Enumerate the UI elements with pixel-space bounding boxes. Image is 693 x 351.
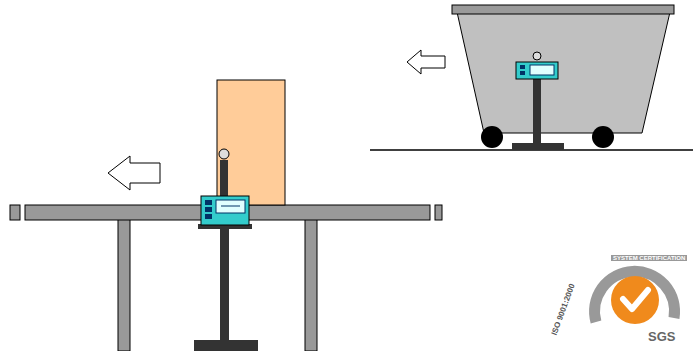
cart-body (457, 12, 670, 133)
direction-arrow (108, 156, 160, 190)
conveyor-belt (435, 205, 442, 220)
brand-text: SGS (648, 329, 675, 344)
package-box (217, 80, 285, 205)
conveyor-leg (305, 218, 317, 351)
wheel (592, 126, 614, 148)
cert-seal (611, 276, 659, 324)
stand-base (194, 340, 258, 351)
conveyor-belt (10, 205, 20, 220)
certification-text: SYSTEM CERTIFICATION (611, 255, 687, 261)
check-mark (623, 290, 648, 309)
direction-arrow (407, 50, 445, 74)
stand-pole (533, 78, 541, 144)
device-display (516, 62, 558, 79)
stand-base (512, 143, 564, 150)
cart-rim (452, 5, 674, 14)
device-display (201, 196, 249, 225)
sensor-ball (219, 149, 229, 159)
standard-text: ISO 9001:2000 (549, 282, 576, 336)
sensor-ball (533, 52, 541, 60)
stand-pole (220, 226, 229, 342)
conveyor-leg (118, 218, 130, 351)
wheel (481, 126, 503, 148)
